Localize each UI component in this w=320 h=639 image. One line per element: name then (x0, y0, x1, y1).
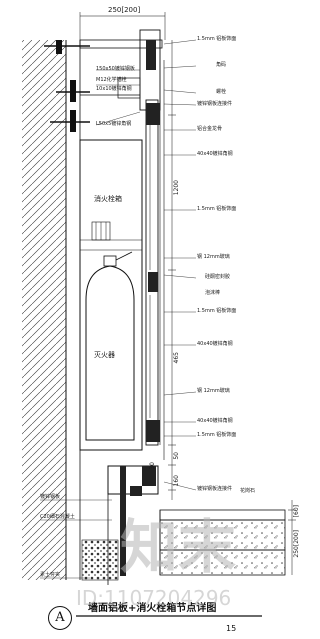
dim-right-b: 250[200] (293, 530, 300, 558)
label-right-1: 1.5mm 铝板饰面 (197, 36, 237, 42)
right-leader-lines (163, 39, 197, 491)
label-left-7: 镀锌钢板 (40, 494, 61, 500)
left-leader-lines (40, 69, 141, 579)
label-right-15: 1.5mm 铝板饰面 (197, 432, 237, 438)
label-right-4: 镀锌钢板连接件 (197, 101, 233, 107)
dim-small-c: 30 (149, 462, 156, 470)
label-right-5: 铝合金龙骨 (197, 126, 223, 132)
dim-top-width: 250[200] (108, 6, 141, 14)
dim-small-a: 50 (173, 452, 180, 460)
dim-lower-segment: 465 (173, 352, 180, 364)
vertical-dimension-chain (168, 40, 176, 500)
top-dimension-line (79, 12, 166, 40)
label-right-11: 1.5mm 铝板饰面 (197, 308, 237, 314)
fire-extinguisher-outline (85, 251, 135, 441)
label-right-9: 硅酮密封胶 (205, 274, 231, 280)
section-mark: A (48, 606, 72, 630)
label-right-12: 40x40镀锌角钢 (197, 341, 233, 347)
label-right-7: 1.5mm 铝板饰面 (197, 206, 237, 212)
label-right-2: 角码 (216, 62, 227, 68)
title-block: 墙面铝板+消火栓箱节点详图 (88, 599, 258, 615)
drawing-scale: 15 (226, 624, 237, 633)
label-left-4: L50x5镀锌角钢 (96, 121, 132, 127)
label-left-9: 素土夯实 (40, 572, 61, 578)
label-right-6: 40x40镀锌角钢 (197, 151, 233, 157)
label-left-3: 10x10镀锌角钢 (96, 86, 132, 92)
label-right-16: 镀锌钢板连接件 (197, 486, 233, 492)
panel-column (145, 60, 165, 460)
gravel-fill (81, 539, 119, 581)
label-right-3: 螺栓 (216, 89, 227, 95)
hydrant-cabinet (79, 139, 143, 451)
slab-dimension (288, 500, 296, 575)
top-bracket (79, 29, 163, 111)
dim-right-a: [60] (293, 505, 300, 518)
label-left-2: M12化学锚栓 (96, 77, 127, 83)
label-right-13: 钢 12mm玻璃 (197, 388, 230, 394)
label-right-17: 花岗石 (240, 488, 256, 494)
label-left-6: 灭火器 (94, 351, 115, 359)
label-right-10: 泡沫棒 (205, 290, 221, 296)
label-left-1: 150x50镀锌钢板 (96, 66, 135, 72)
label-left-5: 消火栓箱 (94, 195, 122, 203)
drawing-title: 墙面铝板+消火栓箱节点详图 (88, 603, 217, 614)
dim-small-b: 160 (173, 475, 180, 487)
label-right-14: 40x40镀锌角钢 (197, 418, 233, 424)
dim-upper-segment: 1200 (173, 180, 180, 196)
anchor-bolts (44, 40, 90, 132)
label-left-8: C20细石混凝土 (40, 514, 75, 520)
floor-slab (159, 509, 286, 576)
label-right-8: 钢 12mm玻璃 (197, 254, 230, 260)
